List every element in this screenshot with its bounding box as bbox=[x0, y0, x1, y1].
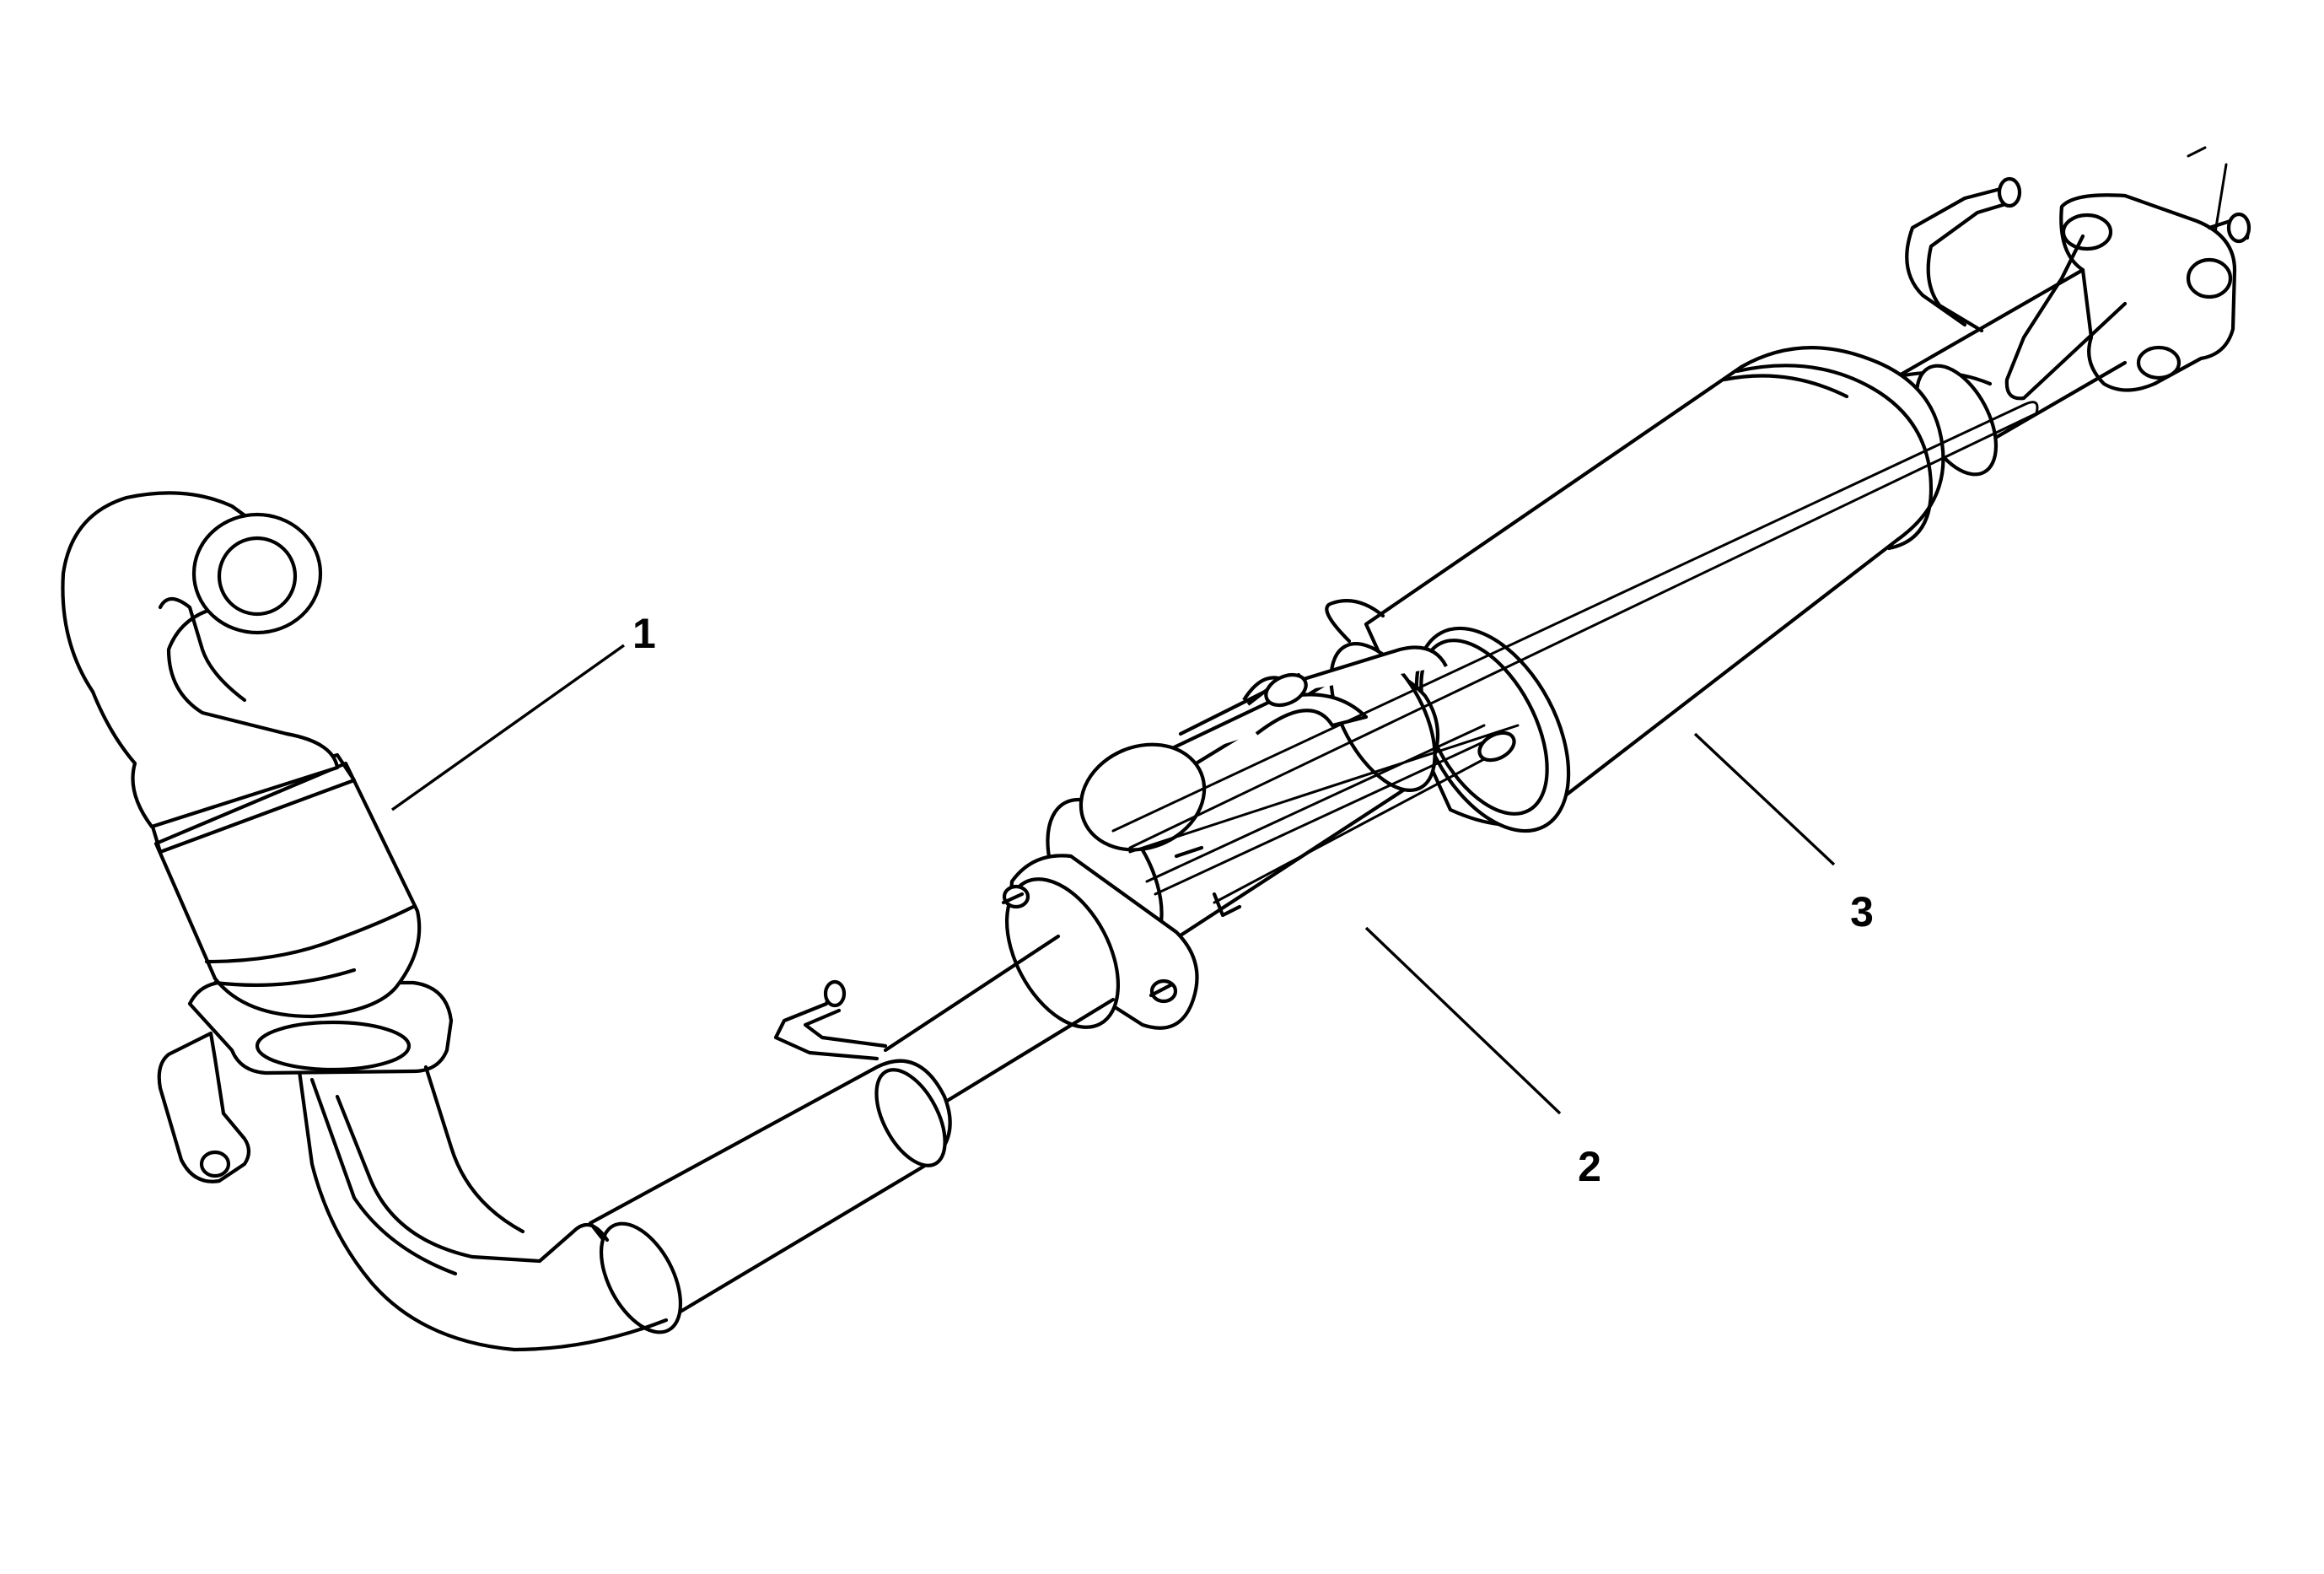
sensor-tubes bbox=[1111, 401, 2039, 918]
catalytic-converter bbox=[61, 491, 525, 1276]
leader-line-1 bbox=[391, 644, 625, 811]
callout-2: 2 bbox=[1364, 926, 1601, 1190]
callout-label-3: 3 bbox=[1850, 888, 1874, 935]
callout-label-2: 2 bbox=[1578, 1143, 1601, 1190]
front-pipe bbox=[297, 934, 1116, 1352]
callout-1: 1 bbox=[391, 610, 656, 811]
mid-flange bbox=[1001, 854, 1199, 1030]
rear-flange-assembly bbox=[1905, 146, 2251, 401]
muffler bbox=[1325, 346, 1945, 833]
leader-line-2 bbox=[1364, 926, 1562, 1115]
leader-line-3 bbox=[1693, 732, 1836, 866]
rear-pipe bbox=[1878, 267, 2128, 477]
callout-label-1: 1 bbox=[632, 610, 656, 657]
callout-3: 3 bbox=[1693, 732, 1874, 935]
